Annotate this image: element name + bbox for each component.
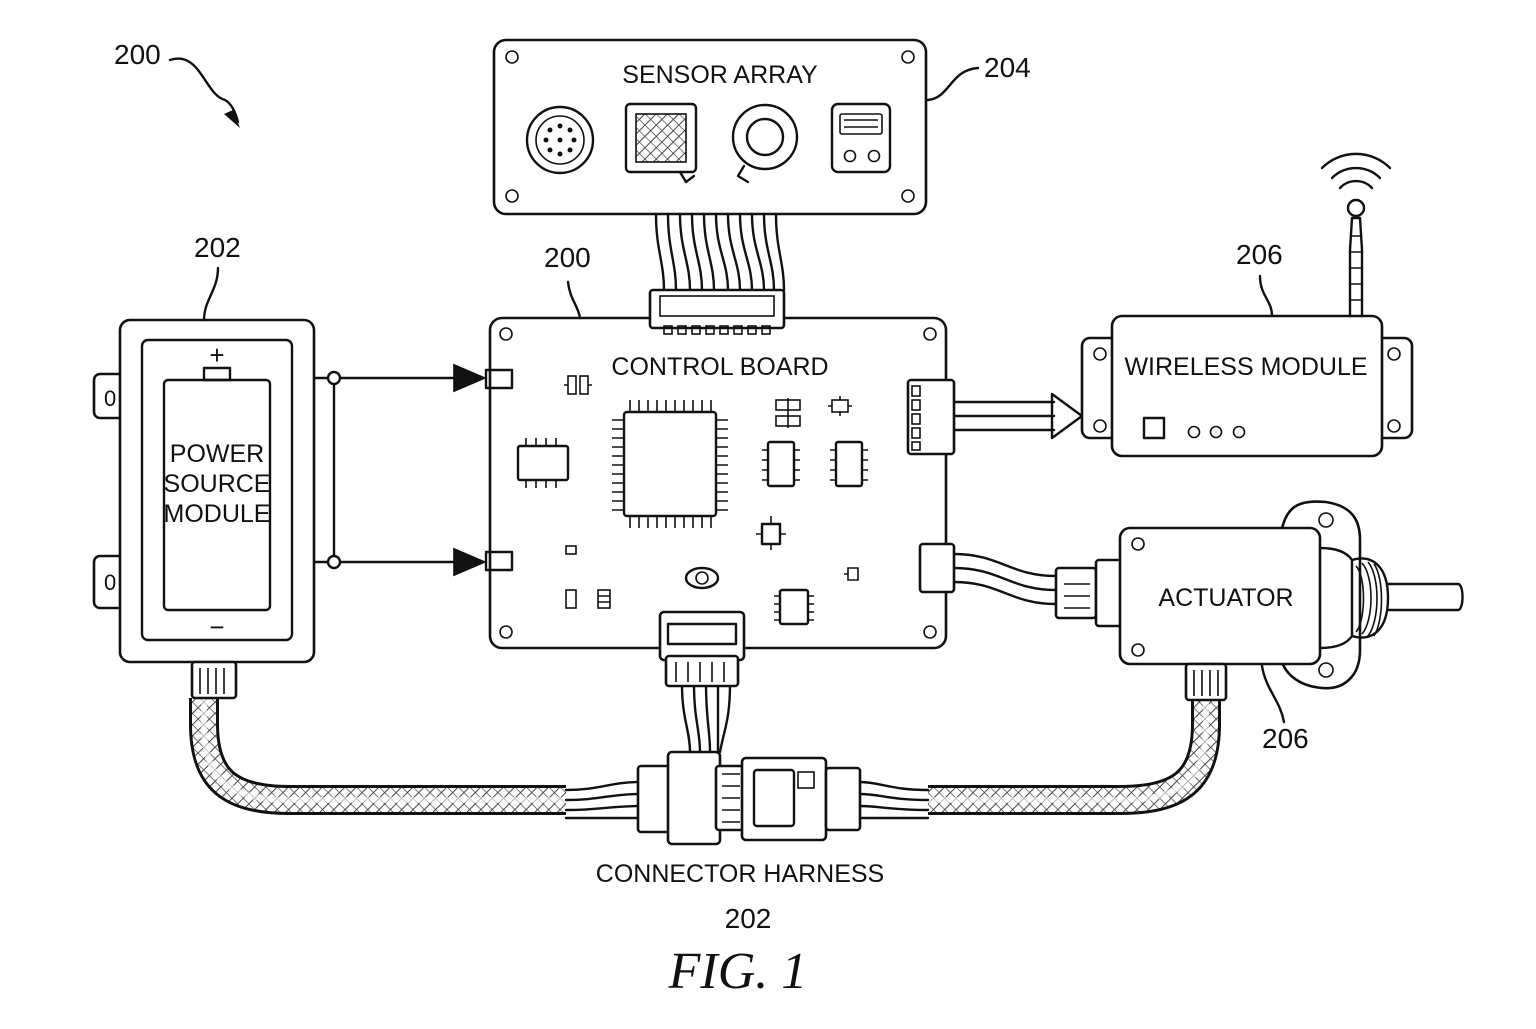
mount-tab-mark: 0 (104, 570, 116, 595)
actuator-cable-wire (954, 554, 1056, 576)
harness-connector-left (668, 752, 720, 844)
overall-ref-numeral: 200 (114, 39, 161, 70)
right-braided-cable (928, 698, 1206, 800)
power-source-module: 0 0 + − POWER SOURCE MODULE 202 (94, 232, 314, 662)
battery-plus-sign: + (209, 340, 224, 370)
wireless-cable-arrowhead (1052, 394, 1082, 438)
wireless-module-leader (1260, 276, 1272, 316)
connector-harness-ref: 202 (725, 903, 772, 934)
wireless-module-ref: 206 (1236, 239, 1283, 270)
actuator-plug (1056, 568, 1096, 618)
actuator-cable-boot (1186, 664, 1226, 700)
connector-harness-label: CONNECTOR HARNESS (596, 860, 884, 888)
control-board-label: CONTROL BOARD (611, 353, 828, 381)
actuator-label: ACTUATOR (1158, 584, 1293, 612)
mount-tab-mark: 0 (104, 386, 116, 411)
antenna-icon (1322, 154, 1390, 316)
wireless-module-label: WIRELESS MODULE (1124, 353, 1367, 381)
battery-minus-sign: − (209, 612, 224, 642)
harness-connector-right-boot (826, 768, 860, 830)
actuator-cable-wire (954, 582, 1056, 604)
actuator-socket (1096, 560, 1122, 626)
control-board-leader (568, 282, 580, 318)
power-source-label-line-2: SOURCE (164, 470, 271, 498)
sensor-ribbon-cable (656, 214, 784, 290)
sensor-array: SENSOR ARRAY (494, 40, 1031, 214)
power-source-label-line-1: POWER (170, 440, 264, 468)
overall-reference: 200 (114, 39, 240, 128)
top-header-connector (650, 290, 784, 334)
actuator-cable-wire (954, 568, 1056, 590)
control-board-ref: 200 (544, 242, 591, 273)
connector-harness: CONNECTOR HARNESS 202 (192, 612, 1226, 934)
wireless-module-housing (1112, 316, 1382, 456)
left-braided-cable-outline (204, 698, 566, 800)
power-cable-boot (192, 662, 236, 698)
board-bottom-connector (660, 612, 744, 660)
actuator-ref: 206 (1262, 723, 1309, 754)
sensor-array-label: SENSOR ARRAY (622, 61, 818, 89)
power-source-ref: 202 (194, 232, 241, 263)
sensor-array-ref: 204 (984, 52, 1031, 83)
actuator-leader (1262, 666, 1284, 722)
control-board: CONTROL BOARD (486, 242, 954, 648)
figure-caption: FIG. 1 (668, 943, 808, 1000)
power-wires (314, 372, 482, 568)
power-source-leader (204, 268, 218, 320)
actuator-output-connector (920, 544, 954, 592)
sensor-array-leader (928, 68, 978, 100)
wireless-output-connector (908, 380, 954, 454)
wireless-module: WIRELESS MODULE 206 (954, 154, 1412, 456)
power-source-label-line-3: MODULE (164, 500, 271, 528)
